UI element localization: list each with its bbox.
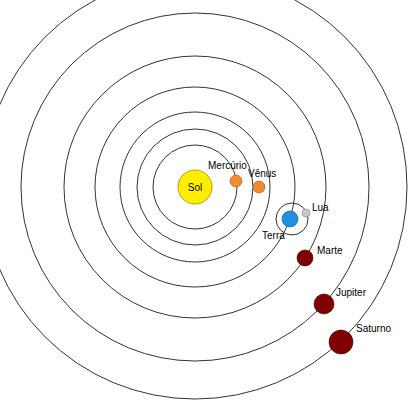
orbit <box>95 87 295 287</box>
mercury-planet <box>230 175 242 187</box>
planet-label: Terra <box>262 231 285 241</box>
planet-label: Lua <box>312 203 329 213</box>
orbit <box>64 56 326 318</box>
planet-label: Saturno <box>356 324 391 334</box>
mars-planet <box>297 250 313 266</box>
orbit <box>0 0 407 399</box>
planet-label: Vênus <box>248 169 276 179</box>
earth-planet <box>282 211 298 227</box>
orbit <box>120 112 270 262</box>
orbit <box>153 145 237 229</box>
orbit <box>137 129 253 245</box>
jupiter-planet <box>314 294 334 314</box>
planet-label: Jupiter <box>336 288 366 298</box>
moon <box>302 209 310 217</box>
saturn-planet <box>329 330 353 354</box>
venus-planet <box>253 181 265 193</box>
sun-label: Sol <box>188 182 202 193</box>
orbit <box>21 13 369 361</box>
sun-circle: Sol <box>177 169 213 205</box>
planet-label: Mercúrio <box>208 161 247 171</box>
planet-label: Marte <box>317 246 343 256</box>
